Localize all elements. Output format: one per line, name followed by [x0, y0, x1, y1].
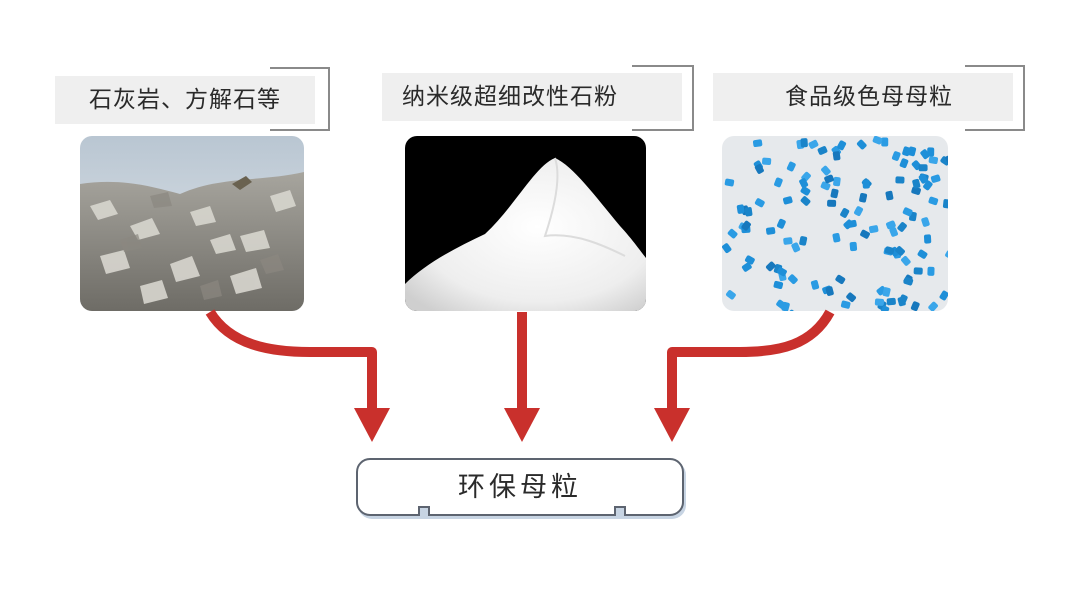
result-box-tab-right: [614, 506, 626, 516]
white-powder-photo: [405, 136, 646, 311]
result-box-tab-left: [418, 506, 430, 516]
source-label-3-text: 食品级色母母粒: [785, 84, 953, 110]
source-label-1: 石灰岩、方解石等: [55, 76, 315, 124]
arrow-left-head: [354, 408, 390, 442]
source-label-1-text: 石灰岩、方解石等: [89, 87, 281, 113]
limestone-rocks-photo: [80, 136, 304, 311]
source-label-2-text: 纳米级超细改性石粉: [402, 84, 618, 110]
source-label-1-bracket: [270, 67, 330, 131]
source-label-3: 食品级色母母粒: [713, 73, 1013, 121]
arrow-right-head: [654, 408, 690, 442]
arrow-right-shaft: [667, 309, 835, 408]
result-box: 环保母粒: [356, 458, 684, 516]
arrow-center-head: [504, 408, 540, 442]
source-label-2-bracket: [632, 65, 694, 131]
source-label-3-bracket: [965, 65, 1025, 131]
source-label-2: 纳米级超细改性石粉: [382, 73, 682, 121]
blue-masterbatch-pellets-photo: [722, 136, 948, 311]
arrow-left-shaft: [205, 309, 377, 408]
result-label: 环保母粒: [458, 472, 582, 503]
